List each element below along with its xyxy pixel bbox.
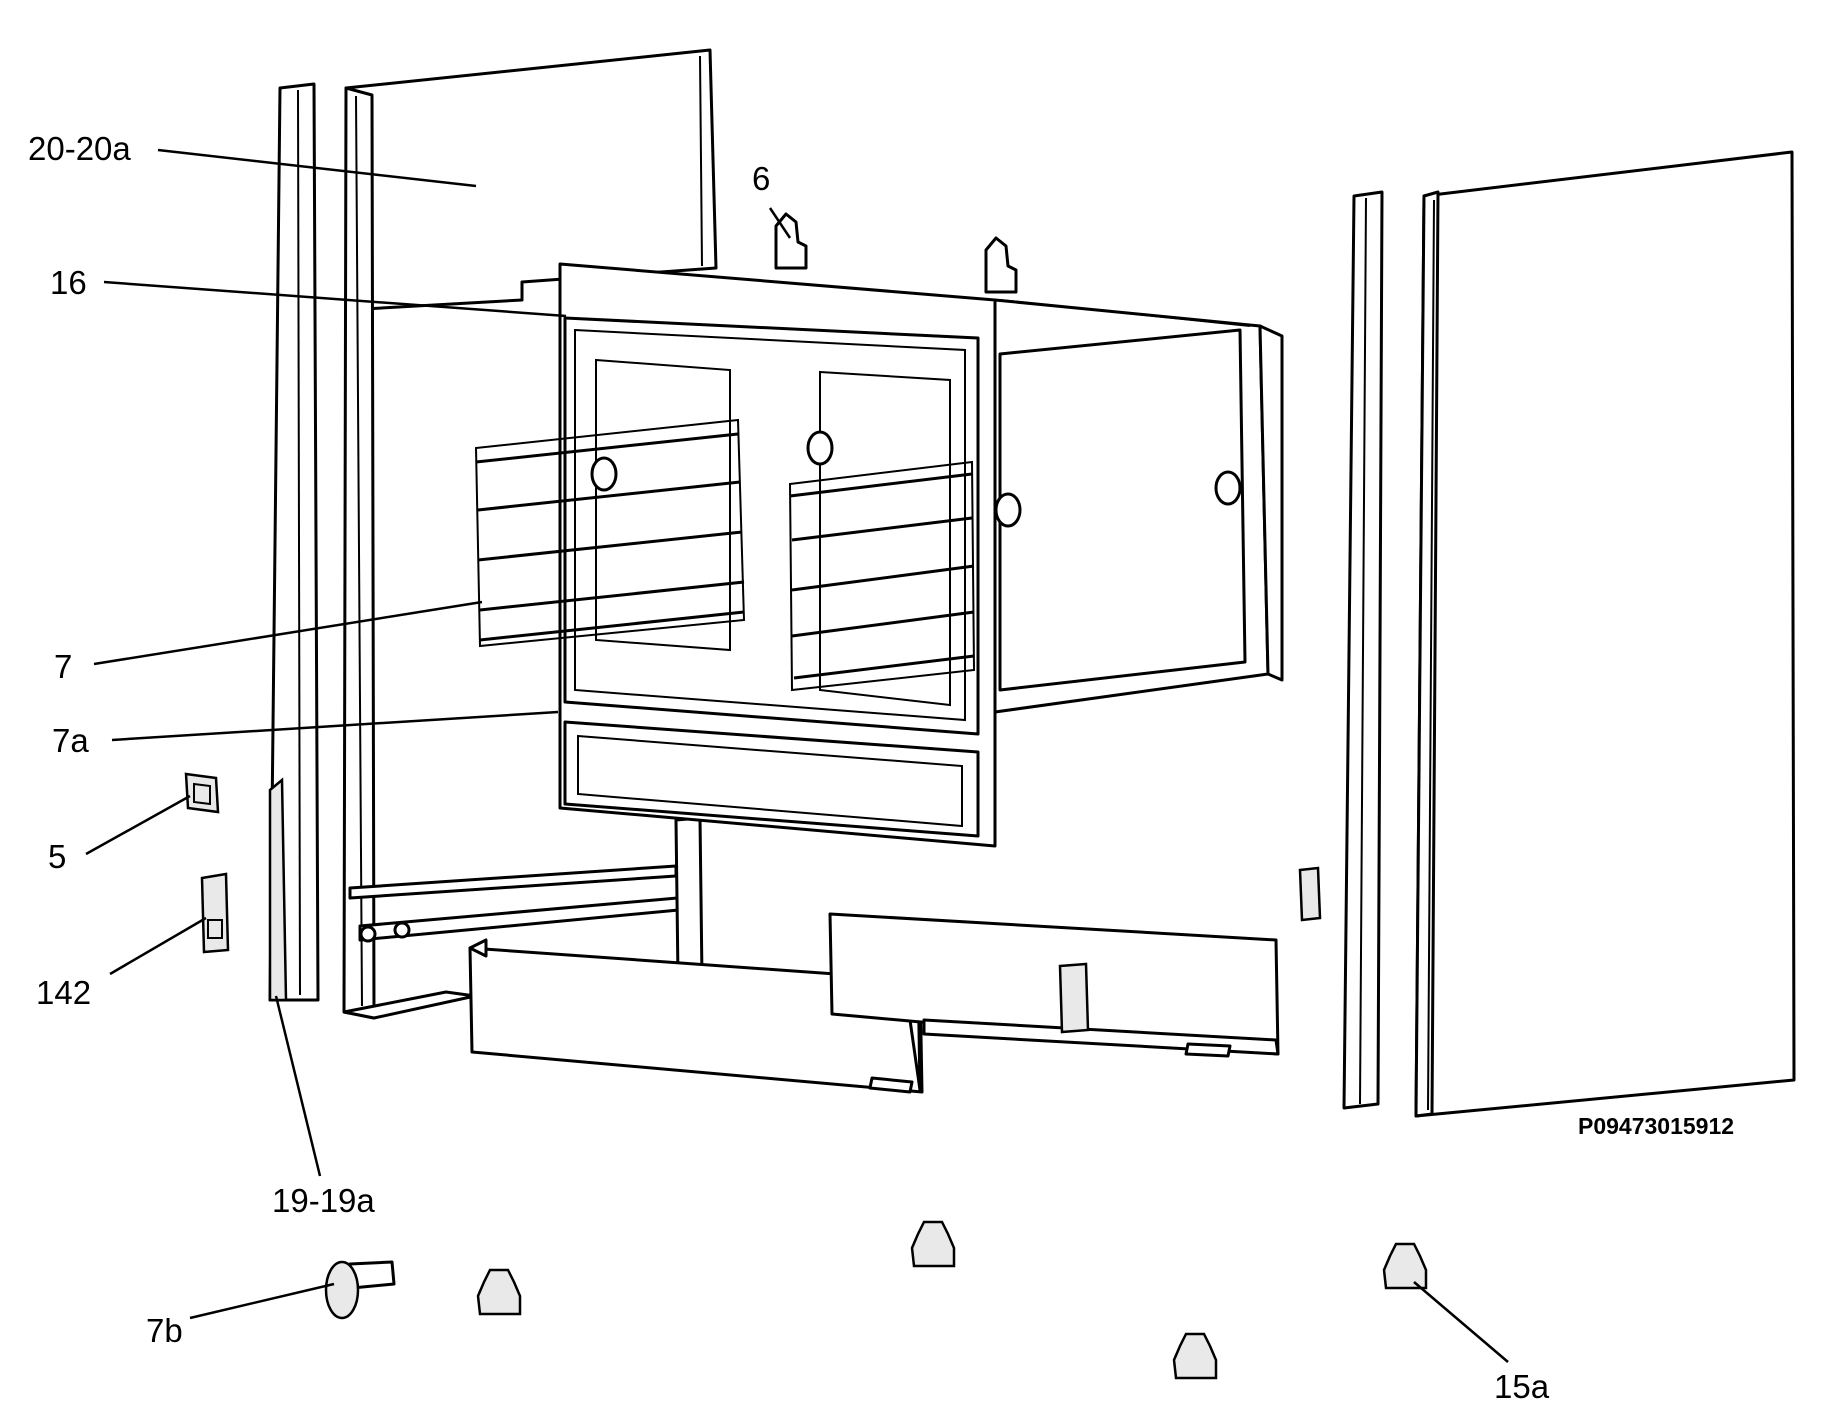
clip-part-5 bbox=[184, 772, 220, 814]
leader-15a bbox=[1413, 1281, 1509, 1363]
callout-7b: 7b bbox=[146, 1312, 183, 1349]
right-side-panel bbox=[1414, 150, 1796, 1118]
leader-7a bbox=[111, 710, 559, 742]
oven-racks bbox=[474, 418, 976, 692]
left-side-panel bbox=[342, 48, 718, 1020]
leader-7 bbox=[93, 600, 483, 666]
lower-plinth-panels bbox=[468, 912, 1280, 1094]
foot bbox=[910, 1220, 956, 1268]
leader-5 bbox=[85, 794, 191, 856]
callout-labels: 20-20a 16 6 7 7a 5 142 19-19a 7b 15a P09… bbox=[28, 130, 1734, 1405]
foot bbox=[1382, 1242, 1428, 1290]
callout-19-19a: 19-19a bbox=[272, 1182, 375, 1219]
callout-6: 6 bbox=[752, 160, 770, 197]
leader-16 bbox=[103, 280, 567, 318]
leader-7b bbox=[189, 1282, 335, 1320]
callout-5: 5 bbox=[48, 838, 66, 875]
foot bbox=[476, 1268, 522, 1316]
top-brackets bbox=[774, 212, 1018, 294]
foot bbox=[1172, 1332, 1218, 1380]
leader-142 bbox=[109, 916, 207, 976]
knob-part-7b bbox=[324, 1260, 396, 1320]
rear-cross-rods bbox=[348, 816, 704, 980]
right-clip bbox=[1298, 866, 1322, 922]
callout-15a: 15a bbox=[1494, 1368, 1550, 1405]
leader-lines bbox=[85, 148, 1509, 1363]
leader-20-20a bbox=[157, 148, 477, 188]
right-front-rail bbox=[1342, 190, 1384, 1110]
left-front-rail bbox=[268, 82, 320, 1002]
callout-7: 7 bbox=[54, 648, 72, 685]
oven-cavity bbox=[558, 262, 1284, 848]
leader-19-19a bbox=[274, 995, 322, 1177]
clip-part-142 bbox=[200, 872, 230, 954]
callout-20-20a: 20-20a bbox=[28, 130, 131, 167]
diagram-reference-code: P09473015912 bbox=[1578, 1113, 1734, 1139]
callout-7a: 7a bbox=[52, 722, 89, 759]
adjustable-feet bbox=[476, 1220, 1428, 1380]
callout-142: 142 bbox=[36, 974, 91, 1011]
callout-16: 16 bbox=[50, 264, 87, 301]
leader-6 bbox=[768, 207, 792, 239]
